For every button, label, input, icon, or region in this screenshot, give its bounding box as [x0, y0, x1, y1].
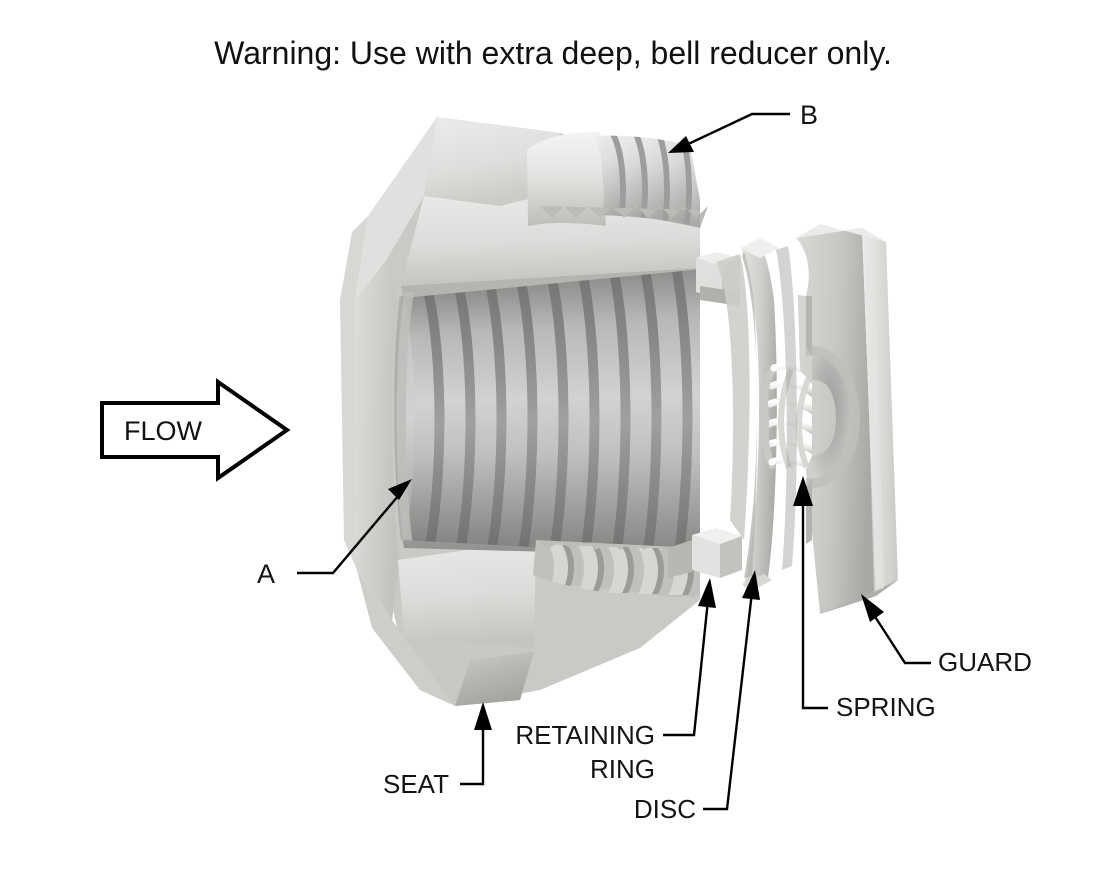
callout-guard-leader — [870, 611, 931, 665]
bore-mouth-shadow — [394, 296, 404, 548]
spring-ring-a — [778, 369, 793, 473]
guard-upper-notch — [784, 238, 809, 296]
internal-threads-group — [394, 269, 700, 556]
guard-recess-ring — [806, 345, 860, 489]
callout-spring-label: SPRING — [836, 692, 936, 722]
hex-top-facet — [424, 117, 560, 206]
callout-retaining-ring-label-1: RETAINING — [515, 720, 655, 750]
retaining-ring-lower-tab-top — [692, 528, 742, 544]
retaining-ring-lower-tab-face — [692, 535, 720, 578]
guard-spring-recess — [812, 355, 852, 479]
guard-mid-notch — [806, 296, 812, 356]
callout-spring: SPRING — [793, 476, 936, 722]
flow-indicator: FLOW — [100, 378, 291, 482]
callout-a-arrowhead — [388, 479, 412, 500]
callout-b-label: B — [800, 100, 818, 130]
callout-retaining-ring-arrowhead — [698, 578, 716, 608]
callout-seat: SEAT — [383, 702, 492, 799]
callout-retaining-ring-label-2: RING — [590, 754, 655, 784]
callout-seat-leader — [460, 724, 485, 786]
neck-shoulder — [527, 131, 606, 226]
disc-shoulder — [716, 254, 750, 540]
hex-cut-plane-upper — [401, 196, 700, 286]
guard-highlight — [864, 236, 884, 592]
disc-top-lip — [740, 238, 780, 258]
flow-arrow-shape — [100, 378, 291, 482]
internal-thread-ribs — [404, 269, 700, 556]
callout-b-leader — [683, 112, 790, 148]
callout-disc: DISC — [634, 570, 760, 824]
callout-spring-leader — [801, 500, 828, 710]
callout-b: B — [668, 100, 818, 153]
spring-back-arc-1 — [761, 364, 778, 422]
seat — [455, 652, 534, 706]
retaining-ring-lower-tab-side — [720, 536, 742, 578]
callout-a-label: A — [257, 559, 275, 589]
callout-retaining-ring: RETAINING RING — [515, 578, 716, 784]
callout-guard-arrowhead — [861, 594, 884, 622]
callout-disc-arrowhead — [742, 570, 760, 600]
male-end-group — [527, 131, 708, 228]
flow-label: FLOW — [124, 416, 203, 446]
hex-left-face — [355, 262, 400, 620]
retaining-ring-lower-shelf — [668, 540, 692, 578]
callout-disc-leader — [703, 591, 754, 811]
guard-top-chamfer — [796, 224, 886, 242]
callout-seat-label: SEAT — [383, 769, 449, 799]
disc-guard-gap-shadow — [776, 246, 797, 570]
hex-upper-left-facet — [355, 117, 437, 300]
disc-body — [742, 240, 777, 586]
callout-spring-arrowhead — [793, 476, 813, 506]
spring-ring-b — [796, 377, 811, 473]
callout-b-arrowhead — [668, 136, 694, 153]
hex-front-lower-flat — [398, 540, 536, 648]
callout-guard: GUARD — [861, 594, 1032, 677]
guard-group — [784, 224, 898, 614]
callout-a: A — [257, 479, 412, 589]
page-title: Warning: Use with extra deep, bell reduc… — [214, 35, 892, 71]
callout-guard-label: GUARD — [938, 647, 1032, 677]
callout-disc-label: DISC — [634, 794, 696, 824]
callout-seat-arrowhead — [474, 702, 492, 730]
callout-retaining-ring-leader — [663, 599, 710, 737]
callout-a-leader — [297, 488, 405, 575]
hex-left-edge-band — [340, 216, 368, 570]
upper-thread-crest-sawtooth — [540, 206, 708, 228]
